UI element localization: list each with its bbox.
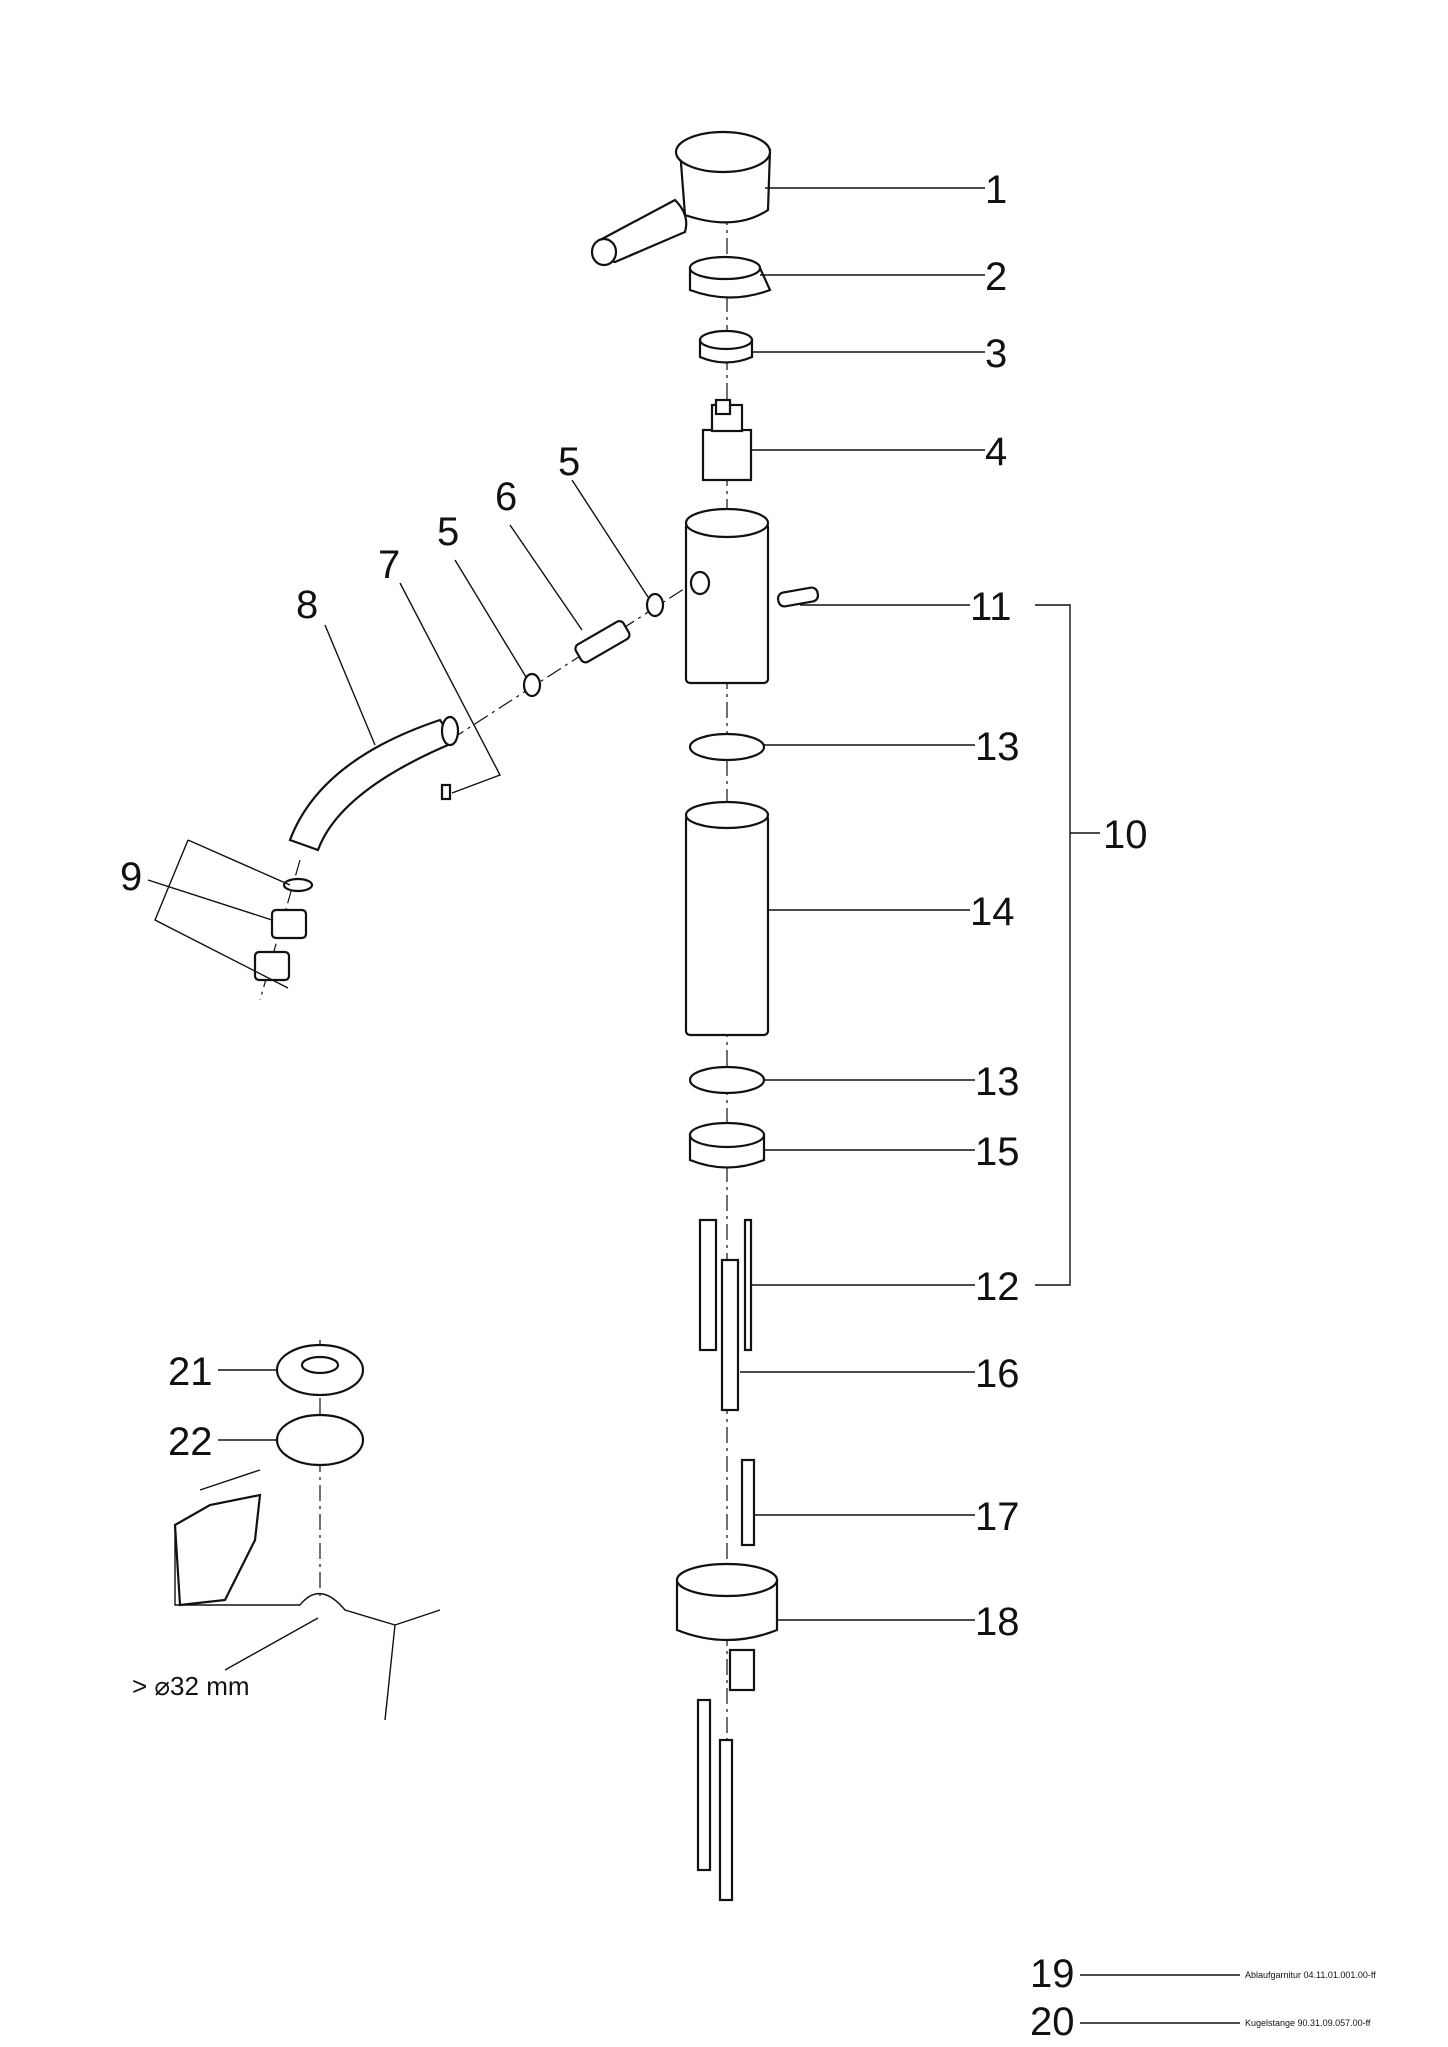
reference-20: 20 Kugelstange 90.31.09.057.00-ff (1030, 2000, 1371, 2044)
seal-ring-right (645, 592, 665, 618)
mounting-ring (675, 1562, 779, 1692)
svg-text:> ⌀32 mm: > ⌀32 mm (132, 1671, 250, 1701)
reference-19: 19 Ablaufgarnitur 04.11.01.001.00-ff (1030, 1952, 1376, 1996)
label-4: 4 (751, 430, 1007, 474)
label-13-lower: 13 (764, 1060, 1020, 1104)
label-11: 11 (800, 585, 1012, 629)
label-5-right: 5 (558, 440, 649, 598)
svg-text:15: 15 (975, 1130, 1020, 1174)
svg-text:16: 16 (975, 1352, 1020, 1396)
svg-text:3: 3 (985, 332, 1007, 376)
label-7: 7 (378, 543, 501, 794)
label-16: 16 (740, 1352, 1020, 1396)
svg-text:20: 20 (1030, 2000, 1075, 2044)
svg-text:13: 13 (975, 725, 1020, 769)
grub-screw (440, 783, 452, 801)
label-10: 10 (1035, 604, 1148, 1286)
o-ring-22 (275, 1413, 365, 1467)
threaded-rod (740, 1458, 756, 1547)
label-18: 18 (777, 1600, 1020, 1644)
threaded-nut (698, 329, 754, 364)
label-9: 9 (120, 839, 291, 989)
cartridge (701, 398, 753, 482)
spout (288, 715, 460, 852)
label-8: 8 (296, 583, 376, 746)
label-21: 21 (168, 1350, 277, 1394)
svg-text:1: 1 (985, 168, 1007, 212)
supply-hoses-upper (698, 1218, 753, 1412)
svg-text:9: 9 (120, 855, 142, 899)
svg-text:11: 11 (970, 585, 1012, 629)
label-1: 1 (765, 168, 1007, 212)
svg-text:12: 12 (975, 1265, 1020, 1309)
label-15: 15 (764, 1130, 1020, 1174)
threaded-ring (688, 1121, 766, 1169)
basin-cutaway (173, 1469, 441, 1721)
svg-text:18: 18 (975, 1600, 1020, 1644)
label-22: 22 (168, 1420, 277, 1464)
svg-text:7: 7 (378, 543, 400, 587)
seal-ring-left (522, 672, 542, 698)
svg-text:21: 21 (168, 1350, 213, 1394)
label-17: 17 (754, 1495, 1020, 1539)
supply-hoses-lower (696, 1698, 734, 1902)
dimension-note: > ⌀32 mm (132, 1617, 319, 1701)
o-ring-upper (688, 732, 766, 762)
svg-text:17: 17 (975, 1495, 1020, 1539)
svg-text:5: 5 (558, 440, 580, 484)
body-sleeve (684, 800, 770, 1037)
label-6: 6 (495, 475, 583, 631)
svg-text:6: 6 (495, 475, 517, 519)
o-ring-lower (688, 1065, 766, 1095)
label-12: 12 (751, 1265, 1020, 1309)
lever-handle (590, 130, 772, 267)
washer-21 (275, 1343, 365, 1397)
svg-text:4: 4 (985, 430, 1007, 474)
svg-text:10: 10 (1103, 813, 1148, 857)
svg-text:8: 8 (296, 583, 318, 627)
label-14: 14 (768, 890, 1015, 934)
svg-text:22: 22 (168, 1420, 213, 1464)
cover-cap (688, 255, 772, 299)
svg-text:Ablaufgarnitur 04.11.01.001.00: Ablaufgarnitur 04.11.01.001.00-ff (1245, 1970, 1376, 1980)
svg-text:Kugelstange 90.31.09.057.00-ff: Kugelstange 90.31.09.057.00-ff (1245, 2018, 1371, 2028)
svg-text:5: 5 (437, 510, 459, 554)
label-3: 3 (752, 332, 1007, 376)
connector-nipple (574, 620, 631, 664)
mixer-body (684, 507, 820, 685)
svg-text:14: 14 (970, 890, 1015, 934)
label-5-left: 5 (437, 510, 527, 678)
label-13-upper: 13 (764, 725, 1020, 769)
aerator (253, 877, 314, 982)
svg-text:2: 2 (985, 255, 1007, 299)
svg-text:13: 13 (975, 1060, 1020, 1104)
label-2: 2 (760, 255, 1007, 299)
svg-text:19: 19 (1030, 1952, 1075, 1996)
